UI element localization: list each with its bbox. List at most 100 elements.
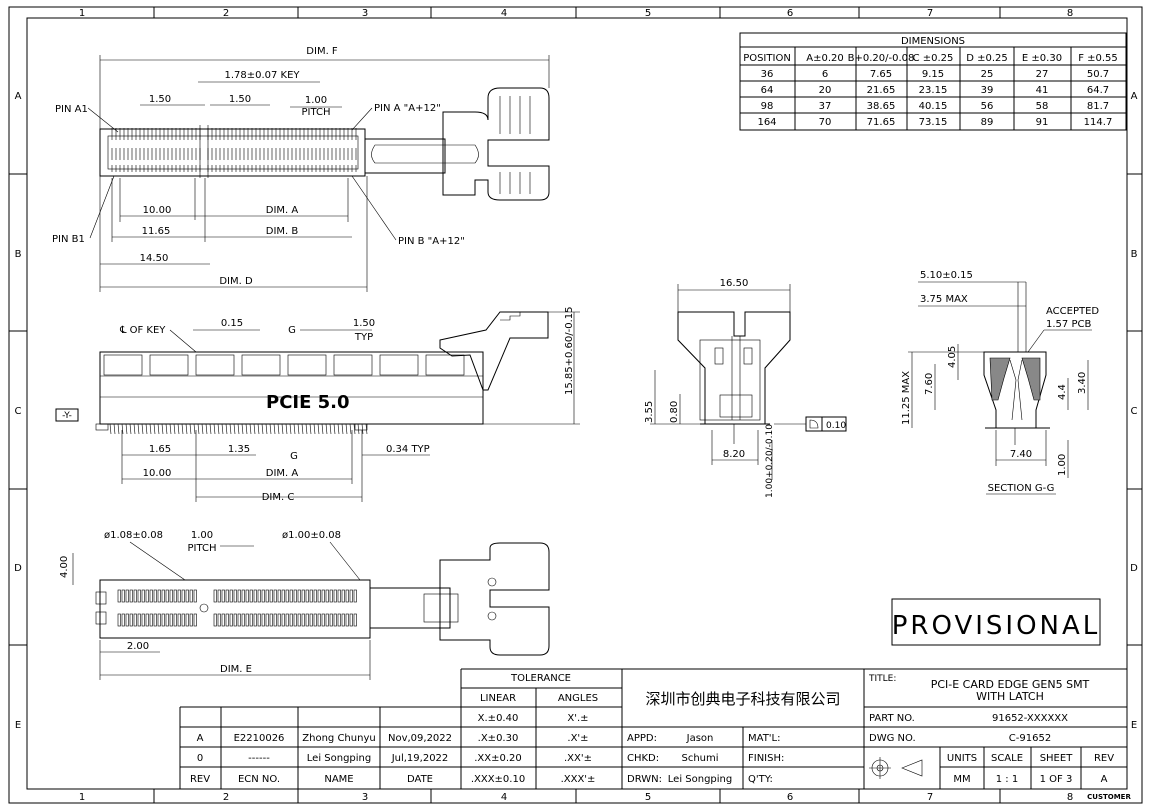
- dim-cell: 64: [761, 85, 774, 96]
- svg-text:8.20: 8.20: [723, 449, 745, 460]
- svg-text:1: 1: [79, 8, 85, 19]
- tolerance-linear: X.±0.40: [478, 713, 519, 724]
- svg-text:8: 8: [1067, 8, 1073, 19]
- drawing-title-2: WITH LATCH: [976, 690, 1044, 703]
- side-view: PCIE 5.0 -Y- ℄ OF KEY 0.15 G 1.50 TYP 15…: [55, 306, 580, 503]
- svg-text:3: 3: [362, 792, 368, 803]
- svg-text:1.65: 1.65: [149, 444, 171, 455]
- dim-f-label: DIM. F: [306, 46, 338, 57]
- svg-text:E: E: [1131, 720, 1137, 731]
- svg-text:1 : 1: 1 : 1: [996, 774, 1018, 785]
- dim-header: E ±0.30: [1022, 53, 1062, 64]
- key-dim: 1.78±0.07 KEY: [224, 70, 300, 81]
- product-label: PCIE 5.0: [266, 392, 350, 413]
- dim-header: A±0.20: [806, 53, 844, 64]
- svg-text:3.55: 3.55: [644, 401, 655, 423]
- pin-b1-label: PIN B1: [52, 234, 85, 245]
- svg-text:0.15: 0.15: [221, 318, 243, 329]
- svg-text:1 OF 3: 1 OF 3: [1040, 774, 1073, 785]
- svg-text:TYP: TYP: [354, 332, 373, 343]
- svg-text:1.00: 1.00: [305, 95, 327, 106]
- svg-text:B: B: [15, 249, 22, 260]
- tolerance-angle: .XX'±: [564, 753, 592, 764]
- svg-text:REV: REV: [190, 774, 210, 785]
- hole-dia-2: ø1.00±0.08: [282, 530, 341, 541]
- projection-symbol-icon: [869, 757, 923, 779]
- dim-cell: 36: [761, 69, 774, 80]
- svg-text:0.10: 0.10: [826, 421, 846, 431]
- svg-text:DIM. A: DIM. A: [266, 468, 299, 479]
- svg-text:DWG NO.: DWG NO.: [869, 733, 916, 744]
- dim-header: POSITION: [743, 53, 791, 64]
- svg-text:APPD:: APPD:: [627, 733, 657, 744]
- svg-text:Lei Songping: Lei Songping: [668, 774, 732, 785]
- svg-text:PITCH: PITCH: [301, 107, 330, 118]
- svg-text:C: C: [1131, 406, 1138, 417]
- dim-cell: 71.65: [867, 117, 896, 128]
- dim-cell: 40.15: [919, 101, 948, 112]
- svg-text:1.50: 1.50: [229, 94, 251, 105]
- svg-text:NAME: NAME: [324, 774, 353, 785]
- dim-cell: 114.7: [1084, 117, 1113, 128]
- zone-ticks: [9, 7, 1142, 803]
- svg-text:4.05: 4.05: [947, 346, 958, 368]
- svg-text:E: E: [15, 720, 21, 731]
- svg-text:4: 4: [501, 8, 507, 19]
- tolerance-angle: .X'±: [567, 733, 588, 744]
- svg-text:1: 1: [79, 792, 85, 803]
- svg-text:7: 7: [927, 8, 933, 19]
- svg-text:D: D: [1130, 563, 1138, 574]
- dim-cell: 58: [1036, 101, 1049, 112]
- svg-text:C-91652: C-91652: [1009, 733, 1051, 744]
- svg-text:8: 8: [1067, 792, 1073, 803]
- top-view: DIM. F 1.78±0.07 KEY 1.50 1.50 1.00 PITC…: [52, 46, 550, 292]
- dim-cell: 6: [822, 69, 828, 80]
- svg-text:SHEET: SHEET: [1040, 753, 1074, 764]
- dim-cell: 89: [981, 117, 994, 128]
- dim-cell: 50.7: [1087, 69, 1109, 80]
- revision-cell: Nov,09,2022: [388, 733, 452, 744]
- end-view: 16.50 3.55 0.80 0.10 8.20 1.00+0.20/-0.1…: [644, 278, 847, 498]
- svg-text:Q'TY:: Q'TY:: [748, 774, 773, 785]
- dim-cell: 21.65: [867, 85, 896, 96]
- svg-text:SCALE: SCALE: [991, 753, 1023, 764]
- svg-text:DIM. A: DIM. A: [266, 205, 299, 216]
- dim-header: C ±0.25: [913, 53, 954, 64]
- svg-text:DIM. C: DIM. C: [262, 492, 295, 503]
- svg-text:MAT'L:: MAT'L:: [748, 733, 781, 744]
- revision-cell: 0: [197, 753, 203, 764]
- dim-cell: 91: [1036, 117, 1049, 128]
- svg-text:FINISH:: FINISH:: [748, 753, 784, 764]
- revision-cell: ------: [248, 753, 270, 764]
- svg-text:2: 2: [223, 792, 229, 803]
- svg-text:7.60: 7.60: [924, 373, 935, 395]
- dim-d-label: DIM. D: [219, 276, 253, 287]
- svg-text:A: A: [1101, 774, 1108, 785]
- svg-text:1.00: 1.00: [1057, 454, 1068, 476]
- height-dim: 15.85+0.60/-0.15: [564, 306, 575, 395]
- dim-header: B+0.20/-0.08: [848, 53, 915, 64]
- svg-text:G: G: [288, 325, 296, 336]
- svg-text:11.25 MAX: 11.25 MAX: [901, 371, 912, 425]
- svg-text:1.57 PCB: 1.57 PCB: [1046, 319, 1091, 330]
- dim-cell: 81.7: [1087, 101, 1109, 112]
- dim-header: F ±0.55: [1078, 53, 1118, 64]
- svg-text:3.40: 3.40: [1077, 372, 1088, 394]
- revision-cell: Zhong Chunyu: [302, 733, 375, 744]
- dim-cell: 73.15: [919, 117, 948, 128]
- svg-text:TITLE:: TITLE:: [868, 674, 896, 684]
- svg-text:3.75 MAX: 3.75 MAX: [920, 294, 968, 305]
- tolerance-angle: .XXX'±: [561, 774, 596, 785]
- svg-text:5: 5: [645, 8, 651, 19]
- svg-text:Schumi: Schumi: [681, 753, 718, 764]
- provisional-stamp: [891, 598, 1101, 646]
- datum-y: -Y-: [62, 411, 72, 421]
- svg-text:16.50: 16.50: [720, 278, 749, 289]
- svg-text:UNITS: UNITS: [947, 753, 977, 764]
- svg-text:7.40: 7.40: [1010, 449, 1032, 460]
- section-caption: SECTION G-G: [988, 483, 1055, 494]
- svg-text:0.34 TYP: 0.34 TYP: [386, 444, 430, 455]
- dim-cell: 98: [761, 101, 774, 112]
- svg-text:ANGLES: ANGLES: [558, 693, 598, 704]
